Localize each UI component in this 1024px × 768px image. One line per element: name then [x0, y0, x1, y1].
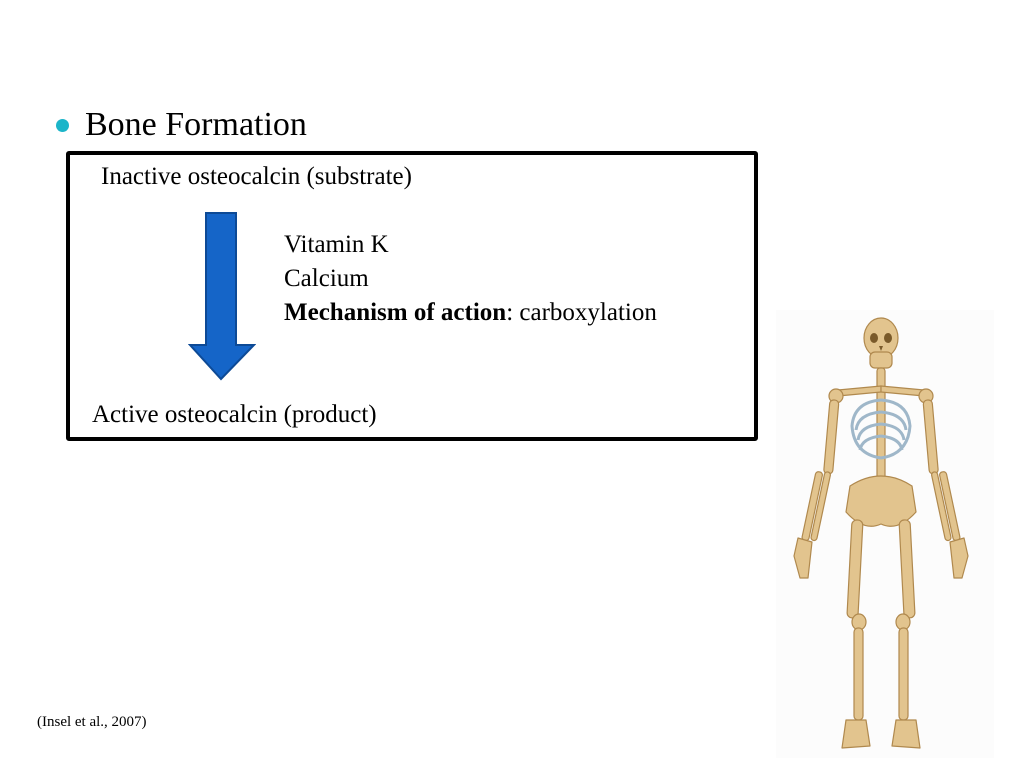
cofactor-calcium: Calcium: [284, 265, 369, 292]
mechanism-line: Mechanism of action: carboxylation: [284, 298, 657, 328]
product-label: Active osteocalcin (product): [92, 401, 377, 428]
reaction-box: [66, 151, 758, 441]
cofactor-vitamin-k: Vitamin K: [284, 231, 389, 258]
citation: (Insel et al., 2007): [37, 714, 147, 730]
down-arrow-icon: [188, 212, 256, 381]
mechanism-value: : carboxylation: [506, 299, 657, 326]
skeleton-illustration: [793, 317, 969, 749]
bullet-heading: Bone Formation: [85, 106, 307, 143]
mechanism-label: Mechanism of action: [284, 299, 507, 326]
substrate-label: Inactive osteocalcin (substrate): [101, 163, 412, 190]
bullet-dot-icon: [56, 119, 69, 132]
